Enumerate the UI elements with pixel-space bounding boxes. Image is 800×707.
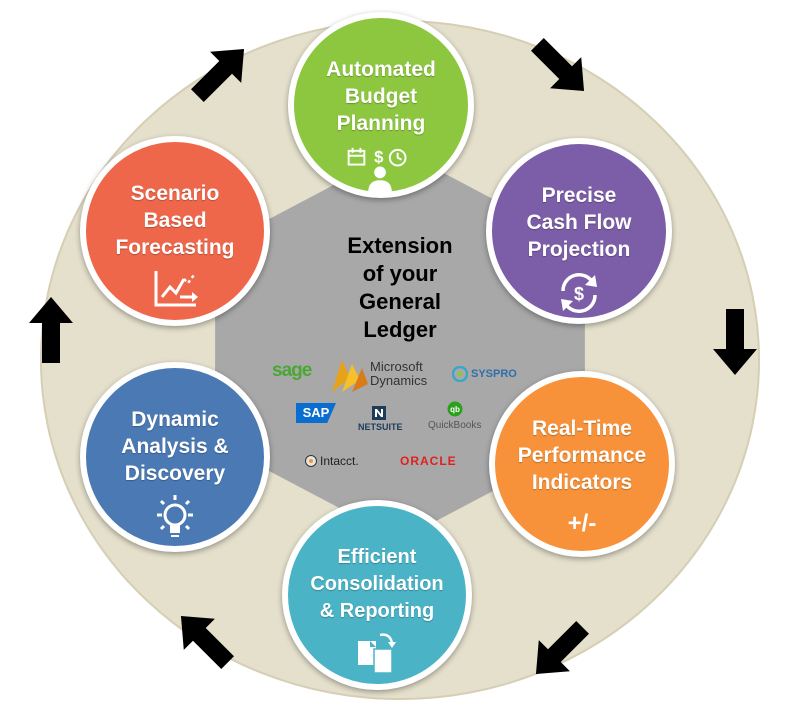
node-efficient-consolidation-reporting: Efficient Consolidation & Reporting (282, 500, 472, 690)
node-label: Real-Time Performance Indicators (517, 417, 647, 494)
arrow-top-left (191, 48, 245, 102)
sap-logo: SAP (296, 403, 336, 423)
arrow-left (29, 297, 73, 363)
svg-text:$: $ (374, 148, 384, 167)
quickbooks-logo: QuickBooks (428, 420, 482, 431)
intacct-logo-icon (305, 455, 317, 467)
netsuite-logo: NETSUITE (358, 422, 403, 432)
arrow-top-right (531, 38, 585, 92)
arrow-bottom-right (535, 621, 589, 675)
node-dynamic-analysis-discovery: Dynamic Analysis & Discovery (80, 362, 270, 552)
node-label: Efficient Consolidation & Reporting (310, 546, 444, 622)
microsoft-dynamics-logo-icon (332, 360, 368, 392)
arrow-bottom-left (180, 615, 234, 669)
node-label: Scenario Based Forecasting (115, 182, 235, 259)
node-real-time-performance-indicators: Real-Time Performance Indicators +/- (489, 371, 675, 557)
node-scenario-based-forecasting: Scenario Based Forecasting (80, 136, 270, 326)
intacct-logo: Intacct. (320, 454, 359, 468)
quickbooks-logo-icon: qb (447, 401, 463, 417)
lightbulb-icon (157, 495, 193, 537)
plus-minus-icon: +/- (567, 510, 597, 537)
arrow-right (713, 309, 757, 375)
netsuite-logo-icon (372, 406, 386, 420)
syspro-logo: SYSPRO (471, 368, 517, 380)
node-precise-cash-flow-projection: Precise Cash Flow Projection $ (486, 138, 672, 324)
trend-chart-icon (154, 271, 198, 307)
node-label: Precise Cash Flow Projection (526, 184, 632, 261)
node-automated-budget-planning: Automated Budget Planning $ (288, 12, 474, 198)
calendar-dollar-clock-person-icon: $ (347, 148, 407, 192)
documents-icon (358, 633, 396, 674)
svg-text:qb: qb (450, 405, 460, 414)
svg-text:$: $ (574, 284, 584, 304)
oracle-logo: ORACLE (400, 454, 457, 468)
dollar-cycle-icon: $ (561, 273, 597, 313)
node-label: Automated Budget Planning (326, 58, 436, 135)
center-title: Extension of your General Ledger (347, 233, 453, 342)
node-label: Dynamic Analysis & Discovery (121, 408, 229, 485)
sage-logo: sage (272, 360, 312, 381)
syspro-logo-icon (452, 366, 468, 382)
microsoft-dynamics-logo: Microsoft Dynamics (370, 359, 428, 388)
